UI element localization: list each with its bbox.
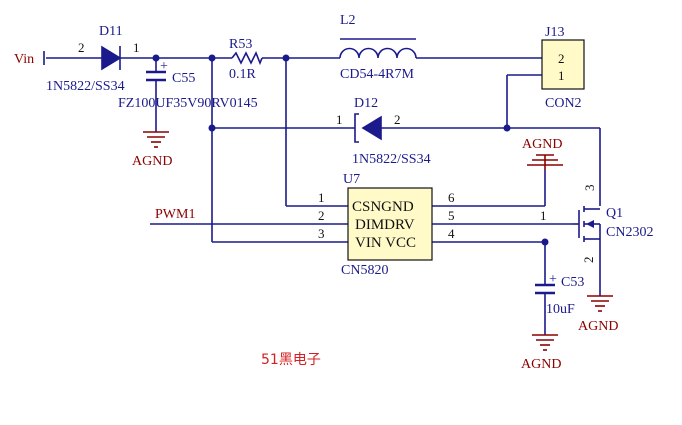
d12-pin-1: 1 xyxy=(336,112,343,127)
q1-ref: Q1 xyxy=(606,206,623,221)
inductor-l2 xyxy=(339,38,417,59)
u7-pin-2: 2 xyxy=(318,208,325,223)
ground-symbol-top-right xyxy=(527,154,563,170)
q1-pin-2: 2 xyxy=(581,257,596,264)
junctions xyxy=(152,54,549,246)
agnd-label-top: AGND xyxy=(522,137,562,152)
l2-value: CD54-4R7M xyxy=(340,67,414,82)
j13-pin-2: 2 xyxy=(558,51,565,66)
ground-symbol-c53 xyxy=(532,334,558,351)
watermark-text: 51黑电子 xyxy=(261,352,321,368)
junction-dot xyxy=(503,124,511,132)
agnd-label-c53: AGND xyxy=(521,357,561,372)
diode-d11-body xyxy=(101,45,122,71)
mosfet-q1 xyxy=(572,206,601,242)
d11-pin-1: 1 xyxy=(133,40,140,55)
u7-line-1: CSNGND xyxy=(352,199,414,215)
r53-value: 0.1R xyxy=(229,67,257,82)
r53-ref: R53 xyxy=(229,37,252,52)
net-label-pwm1: PWM1 xyxy=(155,207,195,222)
inductor-l2-coil xyxy=(339,47,417,59)
c55-value: FZ100UF35V90RV0145 xyxy=(118,96,258,111)
junction-dot xyxy=(541,238,549,246)
diode-d12-body xyxy=(361,115,382,141)
u7-pin-1: 1 xyxy=(318,190,325,205)
d12-ref: D12 xyxy=(354,96,378,111)
q1-arrow xyxy=(586,220,594,228)
d12-pin-2: 2 xyxy=(394,112,401,127)
d12-value: 1N5822/SS34 xyxy=(352,152,431,167)
u7-pin-6: 6 xyxy=(448,190,455,205)
resistor-r53 xyxy=(231,51,263,66)
u7-pin-5: 5 xyxy=(448,208,455,223)
agnd-label-q1: AGND xyxy=(578,319,618,334)
q1-pin-1: 1 xyxy=(540,208,547,223)
junction-dot xyxy=(208,54,216,62)
junction-dot xyxy=(282,54,290,62)
u7-ref: U7 xyxy=(343,172,360,187)
u7-value: CN5820 xyxy=(341,263,388,278)
capacitor-c53 xyxy=(535,283,555,295)
connector-j13-body xyxy=(541,39,585,90)
l2-ref: L2 xyxy=(340,13,356,28)
c53-polarity: + xyxy=(549,272,557,287)
junction-dot xyxy=(208,124,216,132)
u7-pin-3: 3 xyxy=(318,226,325,241)
q1-pin-3: 3 xyxy=(582,185,597,192)
diode-d11 xyxy=(101,45,122,71)
agnd-label-c55: AGND xyxy=(132,154,172,169)
junction-dot xyxy=(152,54,160,62)
j13-ref: J13 xyxy=(545,25,564,40)
u7-line-2: DIMDRV xyxy=(355,217,415,233)
c53-value: 10uF xyxy=(546,302,575,317)
diode-d12-cathode xyxy=(354,113,359,143)
capacitor-c55 xyxy=(146,70,166,82)
ic-u7-body xyxy=(347,187,433,261)
c53-ref: C53 xyxy=(561,275,584,290)
d11-ref: D11 xyxy=(99,24,123,39)
net-label-vin: Vin xyxy=(14,52,34,67)
c55-ref: C55 xyxy=(172,71,195,86)
j13-pin-1: 1 xyxy=(558,68,565,83)
q1-value: CN2302 xyxy=(606,225,653,240)
d11-value: 1N5822/SS34 xyxy=(46,79,125,94)
j13-value: CON2 xyxy=(545,96,582,111)
c55-polarity: + xyxy=(160,59,168,74)
diode-d12 xyxy=(354,113,382,143)
ground-symbol-c55 xyxy=(143,131,169,148)
ground-symbol-q1 xyxy=(587,295,613,312)
u7-line-3: VIN VCC xyxy=(355,235,416,251)
u7-pin-4: 4 xyxy=(448,226,455,241)
d11-pin-2: 2 xyxy=(78,40,85,55)
